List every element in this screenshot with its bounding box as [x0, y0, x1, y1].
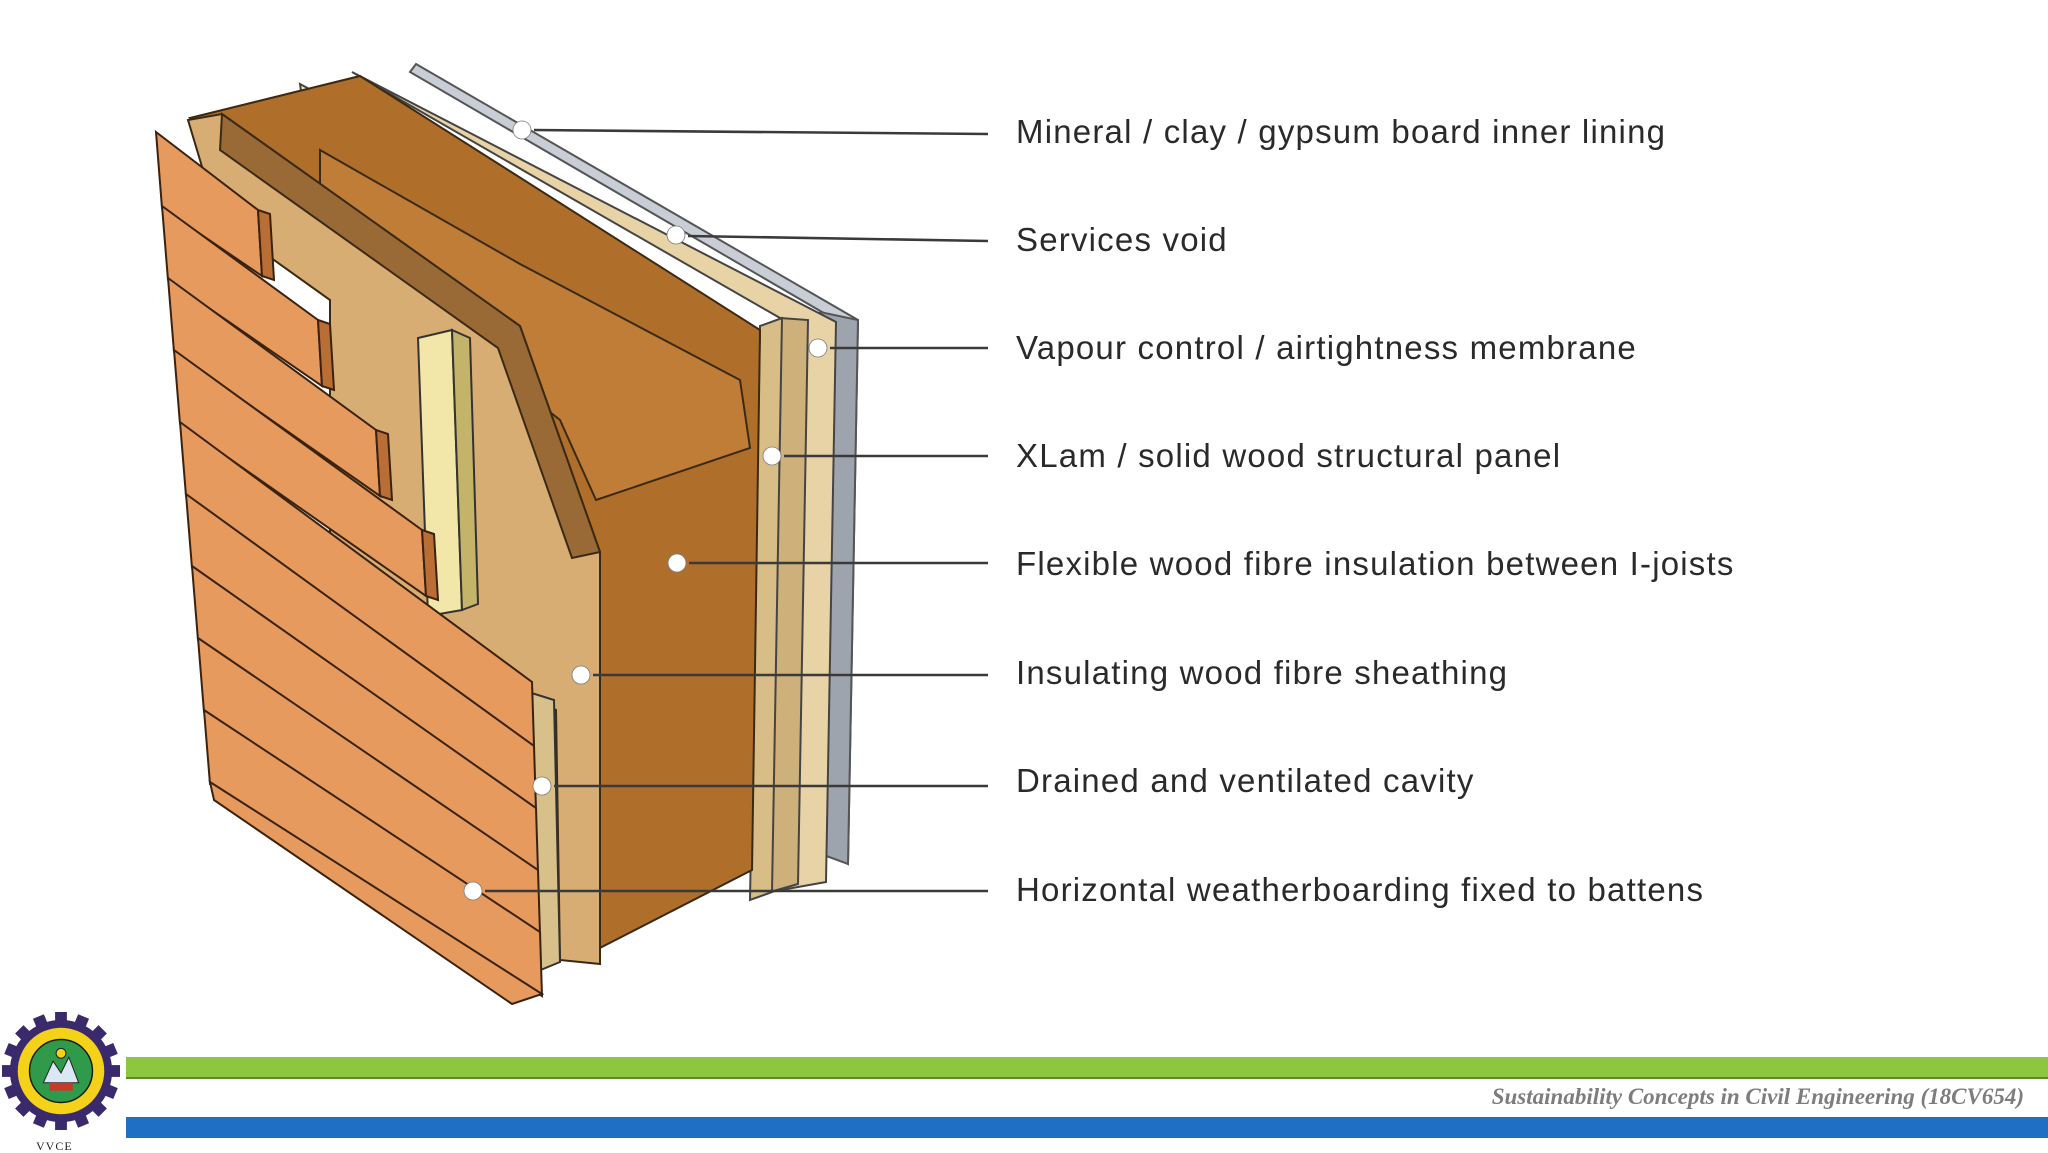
- logo-caption: VVCE: [36, 1139, 73, 1153]
- footer-blue-bar: [126, 1117, 2048, 1138]
- leader-services-void: [687, 234, 989, 243]
- callout-dots: [463, 120, 828, 901]
- xlam-panel-layer: [351, 71, 838, 894]
- label-services-void: Services void: [1016, 221, 1228, 258]
- callout-labels: Mineral / clay / gypsum board inner lini…: [1016, 113, 1735, 908]
- dot-sheathing: [571, 665, 591, 685]
- footer-green-edge: [126, 1077, 2048, 1079]
- label-flexible-insulation: Flexible wood fibre insulation between I…: [1016, 545, 1735, 582]
- course-title: Sustainability Concepts in Civil Enginee…: [1491, 1084, 2024, 1109]
- dot-flexible-insulation: [667, 553, 687, 573]
- sheathing-sloped-face: [218, 112, 602, 560]
- label-inner-lining: Mineral / clay / gypsum board inner lini…: [1016, 113, 1666, 150]
- label-vapour-control: Vapour control / airtightness membrane: [1016, 329, 1637, 366]
- dot-inner-lining: [512, 120, 532, 140]
- leader-lines: [485, 128, 989, 893]
- gear-emblem-icon: [2, 1012, 120, 1130]
- dot-weatherboarding: [463, 881, 483, 901]
- dot-cavity: [532, 776, 552, 796]
- label-sheathing: Insulating wood fibre sheathing: [1016, 654, 1508, 691]
- leader-inner-lining: [533, 128, 989, 136]
- label-weatherboarding: Horizontal weatherboarding fixed to batt…: [1016, 871, 1704, 908]
- vertical-batten-side: [450, 328, 480, 612]
- wall-illustration: [154, 62, 860, 1006]
- weatherboarding: [154, 129, 545, 1006]
- dot-xlam: [762, 446, 782, 466]
- dot-services-void: [666, 225, 686, 245]
- label-cavity: Drained and ventilated cavity: [1016, 762, 1475, 799]
- college-logo: [2, 1012, 120, 1130]
- label-xlam: XLam / solid wood structural panel: [1016, 437, 1561, 474]
- footer-green-bar: [126, 1057, 2048, 1079]
- dot-vapour-control: [808, 338, 828, 358]
